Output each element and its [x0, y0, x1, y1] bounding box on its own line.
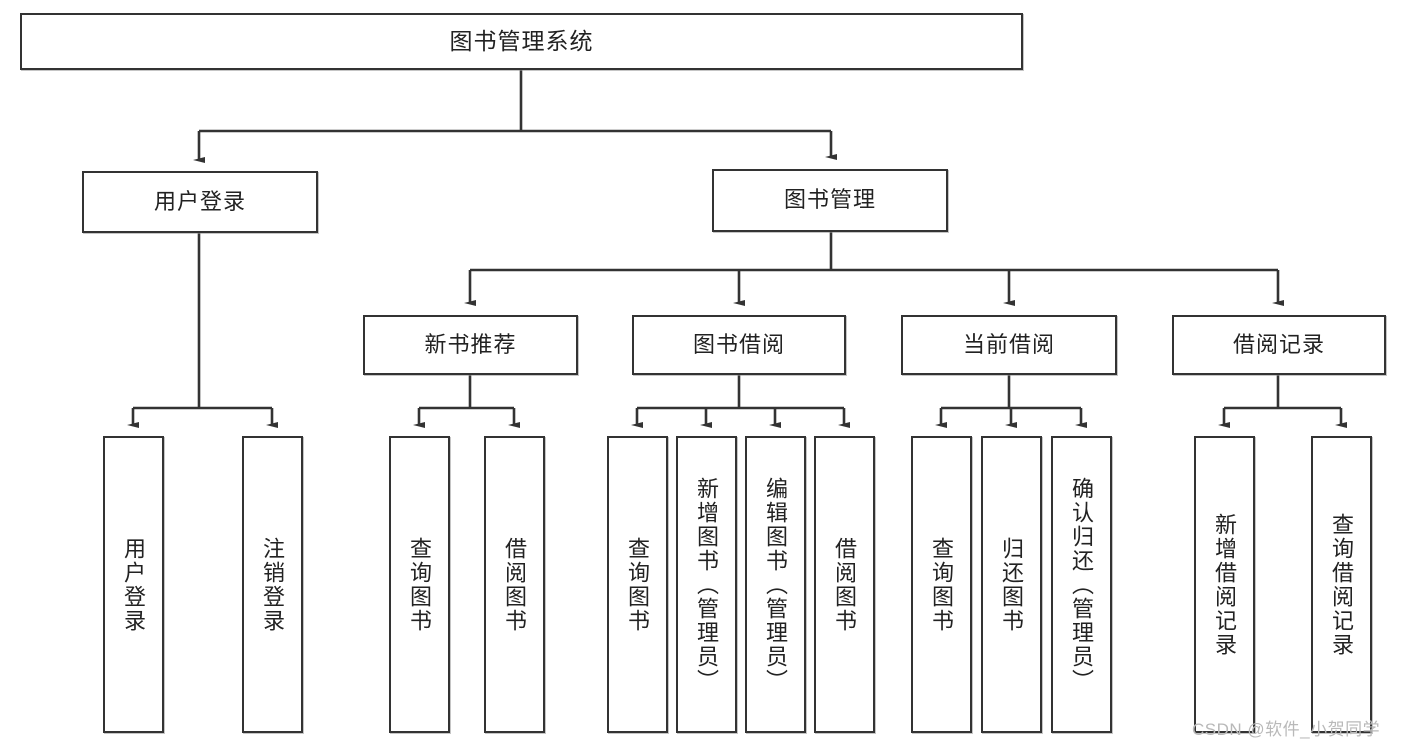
leaf-confirm-return-admin[interactable]: 确认归还（管理员）	[1051, 436, 1112, 733]
node-label: 用户登录	[121, 536, 147, 633]
node-label: 查询图书	[929, 536, 955, 633]
leaf-edit-book-admin[interactable]: 编辑图书（管理员）	[745, 436, 806, 733]
leaf-logout[interactable]: 注销登录	[242, 436, 303, 733]
node-root-library-management-system[interactable]: 图书管理系统	[20, 13, 1023, 70]
node-label: 图书管理	[783, 187, 876, 213]
node-label: 用户登录	[153, 188, 246, 214]
node-label: 当前借阅	[962, 331, 1055, 357]
node-label: 查询图书	[407, 536, 433, 633]
leaf-return-books[interactable]: 归还图书	[981, 436, 1042, 733]
leaf-user-login[interactable]: 用户登录	[103, 436, 164, 733]
node-label: 注销登录	[260, 536, 286, 633]
node-label: 新书推荐	[424, 331, 517, 357]
leaf-query-books-borrowing[interactable]: 查询图书	[607, 436, 668, 733]
node-label: 编辑图书（管理员）	[763, 476, 789, 693]
leaf-query-books-new-recommend[interactable]: 查询图书	[389, 436, 450, 733]
node-label: 查询图书	[625, 536, 651, 633]
node-label: 图书管理系统	[449, 27, 594, 54]
leaf-add-borrowing-record[interactable]: 新增借阅记录	[1194, 436, 1255, 733]
node-current-borrowing[interactable]: 当前借阅	[901, 315, 1117, 375]
node-label: 借阅图书	[832, 536, 858, 633]
leaf-query-books-current[interactable]: 查询图书	[911, 436, 972, 733]
node-label: 图书借阅	[692, 331, 785, 357]
node-book-borrowing[interactable]: 图书借阅	[632, 315, 846, 375]
node-label: 归还图书	[999, 536, 1025, 633]
leaf-borrow-books-borrowing[interactable]: 借阅图书	[814, 436, 875, 733]
node-book-management[interactable]: 图书管理	[712, 169, 948, 232]
node-borrowing-records[interactable]: 借阅记录	[1172, 315, 1386, 375]
csdn-watermark: CSDN @软件_小贺同学	[1192, 720, 1381, 739]
node-label: 借阅记录	[1232, 331, 1325, 357]
leaf-query-borrowing-record[interactable]: 查询借阅记录	[1311, 436, 1372, 733]
node-label: 确认归还（管理员）	[1069, 476, 1095, 693]
node-label: 借阅图书	[502, 536, 528, 633]
leaf-borrow-books-new-recommend[interactable]: 借阅图书	[484, 436, 545, 733]
node-user-login[interactable]: 用户登录	[82, 171, 318, 233]
node-new-book-recommendation[interactable]: 新书推荐	[363, 315, 578, 375]
node-label: 新增图书（管理员）	[694, 476, 720, 693]
leaf-add-book-admin[interactable]: 新增图书（管理员）	[676, 436, 737, 733]
node-label: 新增借阅记录	[1212, 512, 1238, 657]
node-label: 查询借阅记录	[1329, 512, 1355, 657]
